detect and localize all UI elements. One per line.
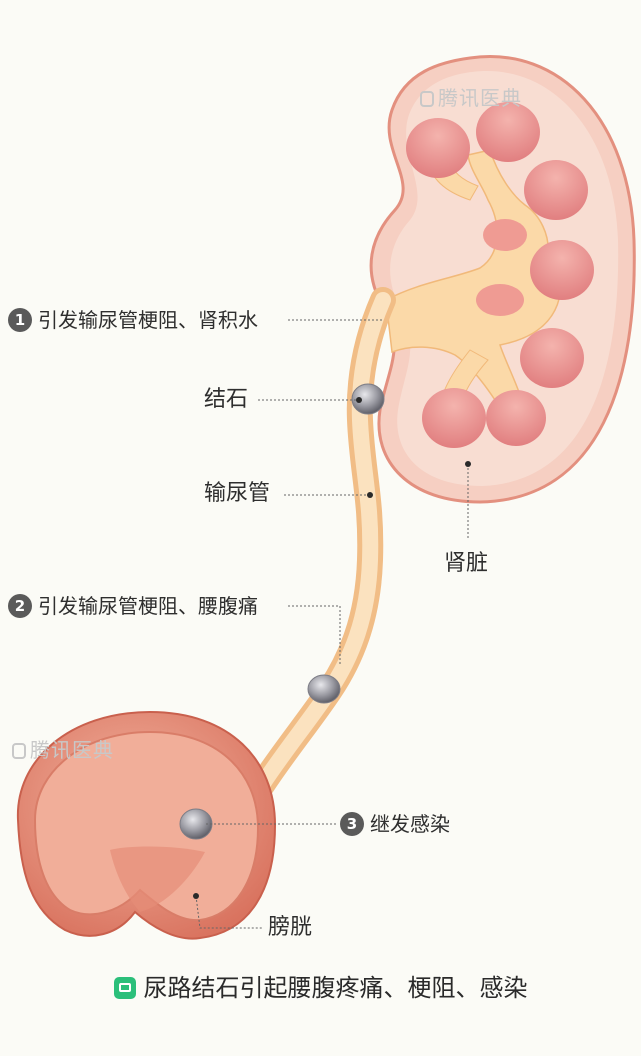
label-kidney: 肾脏 xyxy=(444,551,489,576)
watermark-middle: 腾讯医典 xyxy=(12,734,114,763)
number-badge-3: 3 xyxy=(340,812,364,836)
renal-pyramid xyxy=(486,390,546,446)
bladder-lining xyxy=(33,730,260,922)
leader-point2 xyxy=(288,605,341,665)
watermark-top: 腾讯医典 xyxy=(420,82,522,111)
label-stone: 结石 xyxy=(204,387,249,412)
number-badge-2: 2 xyxy=(8,594,32,618)
bladder-trigone xyxy=(110,846,205,912)
renal-column xyxy=(476,284,524,316)
leader-dots xyxy=(193,397,471,899)
renal-pyramid xyxy=(422,388,486,448)
label-ureter: 输尿管 xyxy=(204,481,271,506)
renal-pyramid xyxy=(406,118,470,178)
stone-upper xyxy=(351,383,385,415)
renal-pyramid xyxy=(524,160,588,220)
diagram-caption: 尿路结石引起腰腹疼痛、梗阻、感染 xyxy=(0,968,641,1003)
number-badge-1: 1 xyxy=(8,308,32,332)
ureter-lumen xyxy=(254,292,391,793)
renal-pyramid xyxy=(520,328,584,388)
leader-lines xyxy=(195,319,469,929)
stone-middle xyxy=(307,674,341,704)
watermark-logo-icon xyxy=(12,743,26,759)
renal-pyramid xyxy=(530,240,594,300)
caption-card-icon xyxy=(113,977,136,999)
renal-pyramid xyxy=(476,102,540,162)
bladder xyxy=(16,710,277,940)
kidney xyxy=(369,55,636,504)
leader-bladder xyxy=(195,895,262,929)
label-bladder: 膀胱 xyxy=(268,915,313,940)
renal-column xyxy=(483,219,527,251)
watermark-logo-icon xyxy=(420,91,434,107)
